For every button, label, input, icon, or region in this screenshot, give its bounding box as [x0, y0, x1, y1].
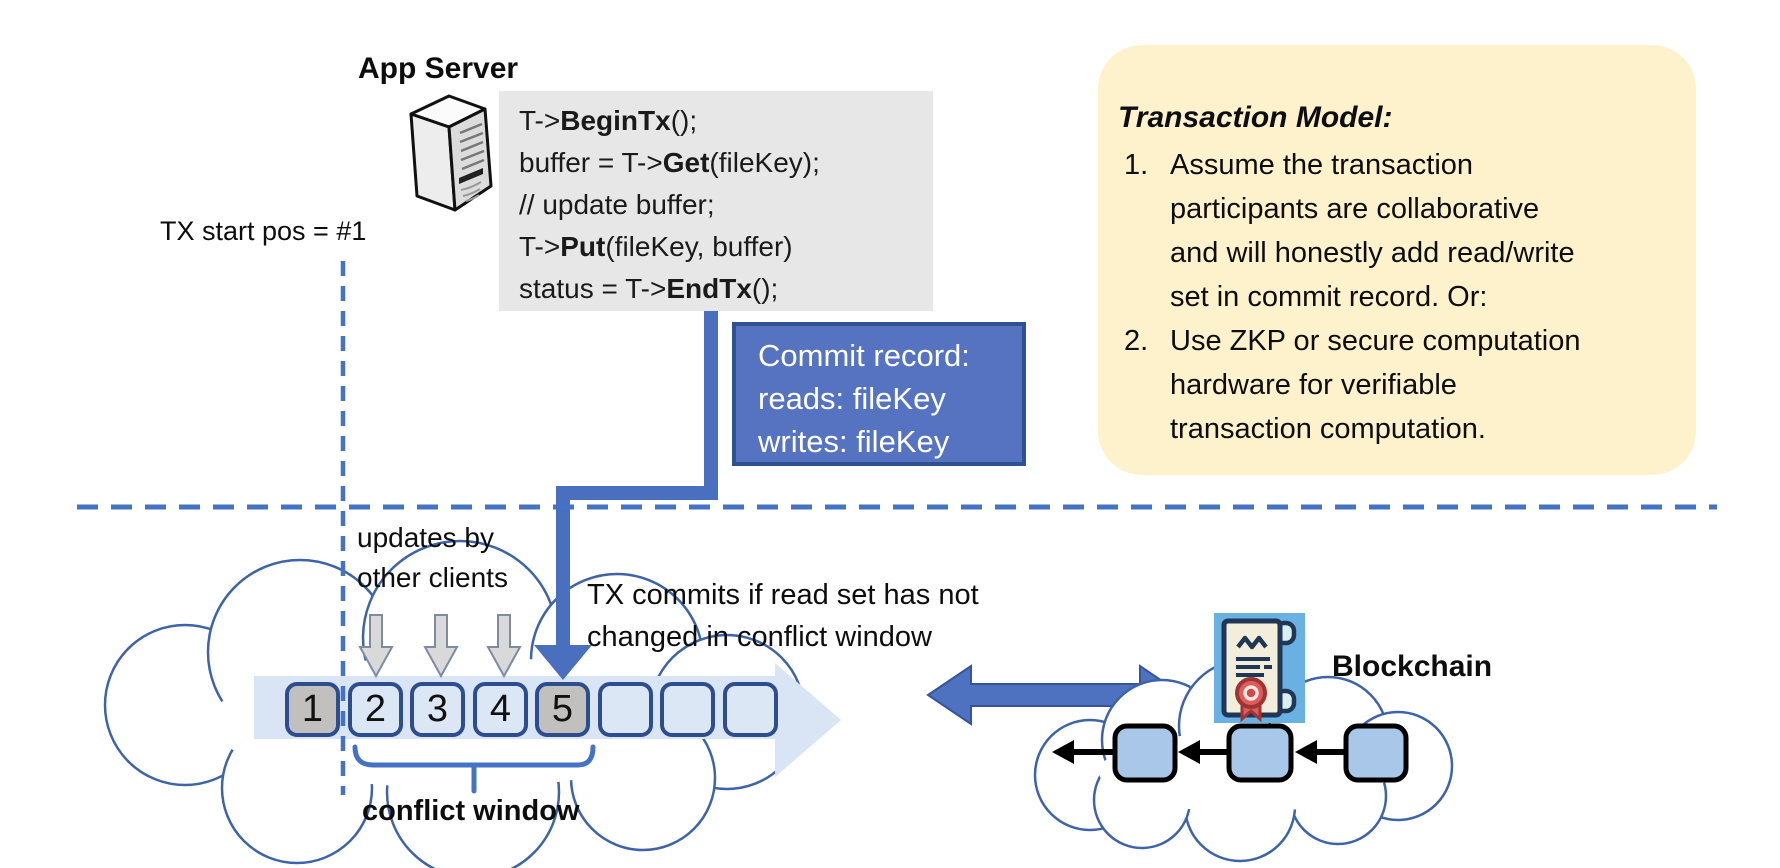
- updates-by-other-clients-label: updates by other clients: [357, 522, 508, 593]
- note-item-text: Assume the transaction participants are …: [1170, 149, 1575, 313]
- commit-record-title: Commit record:: [758, 338, 970, 373]
- commit-record-box: Commit record: reads: fileKey writes: fi…: [732, 322, 1026, 466]
- blockchain-label: Blockchain: [1332, 650, 1493, 683]
- note-title: Transaction Model:: [1118, 101, 1393, 134]
- note-item: 1. Assume the transaction participants a…: [1118, 143, 1680, 319]
- commit-arrow-icon: [534, 303, 718, 680]
- tx-start-pos-label: TX start pos = #1: [160, 216, 367, 246]
- ledger-slot-5: 5: [535, 682, 590, 737]
- code-line: // update buffer;: [519, 189, 715, 220]
- conflict-window-bracket: [352, 744, 596, 794]
- ledger-slot-empty: [598, 682, 653, 737]
- certificate-scroll-icon: [1214, 613, 1305, 723]
- ledger-slot-empty: [723, 682, 778, 737]
- conflict-window-label: conflict window: [362, 795, 580, 827]
- ledger-slot-2: 2: [348, 682, 403, 737]
- transaction-model-note: Transaction Model: 1. Assume the transac…: [1098, 45, 1696, 475]
- ledger-slot-4: 4: [473, 682, 528, 737]
- commit-record-writes: writes: fileKey: [758, 424, 950, 459]
- app-server-label: App Server: [358, 52, 519, 85]
- ledger-slot-empty: [660, 682, 715, 737]
- chain-block: [1112, 723, 1409, 783]
- server-icon: [409, 94, 493, 212]
- code-line: T->Put(fileKey, buffer): [519, 231, 793, 262]
- code-line: buffer = T->Get(fileKey);: [519, 147, 820, 178]
- commit-record-reads: reads: fileKey: [758, 381, 946, 416]
- ledger-slot-1: 1: [285, 682, 340, 737]
- tx-commit-condition-label: TX commits if read set has not changed i…: [587, 579, 979, 653]
- ledger-slot-3: 3: [410, 682, 465, 737]
- code-line: T->BeginTx();: [519, 105, 698, 136]
- block-chain: [1052, 723, 1409, 783]
- code-line: status = T->EndTx();: [519, 273, 779, 304]
- note-item: 2. Use ZKP or secure computation hardwar…: [1118, 319, 1680, 451]
- note-item-number: 1.: [1124, 149, 1149, 181]
- note-item-text: Use ZKP or secure computation hardware f…: [1170, 325, 1581, 445]
- update-arrow-icon: [358, 614, 522, 679]
- transaction-code-block: T->BeginTx(); buffer = T->Get(fileKey); …: [499, 91, 933, 311]
- note-item-number: 2.: [1124, 325, 1149, 357]
